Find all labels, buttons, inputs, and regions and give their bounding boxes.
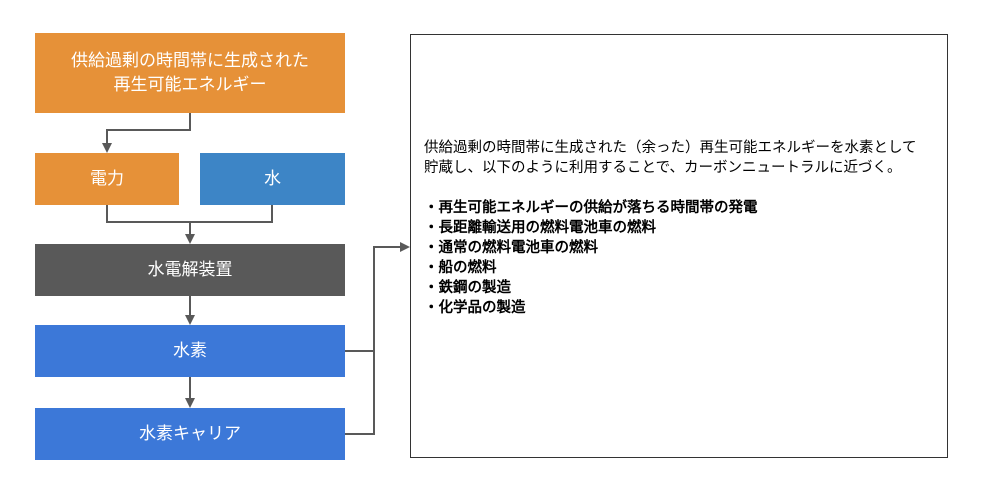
electrolyzer-box: 水電解装置 bbox=[35, 244, 345, 296]
water-label: 水 bbox=[264, 169, 281, 189]
description-panel: 供給過剰の時間帯に生成された（余った）再生可能エネルギーを水素として貯蔵し、以下… bbox=[410, 34, 948, 458]
use-case-item: ・再生可能エネルギーの供給が落ちる時間帯の発電 bbox=[424, 200, 758, 216]
arrow-hydrogen-to-panel bbox=[345, 246, 400, 352]
use-case-item: ・通常の燃料電池車の燃料 bbox=[424, 240, 598, 256]
use-case-list: ・再生可能エネルギーの供給が落ちる時間帯の発電 ・長距離輸送用の燃料電池車の燃料… bbox=[424, 198, 931, 318]
arrowhead-power bbox=[102, 143, 112, 153]
arrowhead-electrolyzer bbox=[185, 234, 195, 244]
arrow-source-to-power bbox=[106, 113, 191, 144]
renewable-energy-line2: 再生可能エネルギー bbox=[113, 75, 267, 95]
arrow-power-to-merge bbox=[106, 205, 190, 223]
arrow-water-to-merge bbox=[190, 205, 273, 223]
hydrogen-carrier-box: 水素キャリア bbox=[35, 408, 345, 460]
use-case-item: ・化学品の製造 bbox=[424, 300, 526, 316]
use-case-item: ・長距離輸送用の燃料電池車の燃料 bbox=[424, 220, 656, 236]
power-label: 電力 bbox=[90, 169, 124, 189]
renewable-energy-line1: 供給過剰の時間帯に生成された bbox=[71, 51, 309, 71]
electrolyzer-label: 水電解装置 bbox=[147, 260, 233, 280]
renewable-energy-box: 供給過剰の時間帯に生成された 再生可能エネルギー bbox=[35, 33, 345, 113]
hydrogen-carrier-label: 水素キャリア bbox=[139, 424, 241, 444]
arrowhead-panel bbox=[400, 242, 410, 252]
arrowhead-hydrogen bbox=[185, 315, 195, 325]
hydrogen-label: 水素 bbox=[173, 341, 207, 361]
water-box: 水 bbox=[200, 153, 345, 205]
description-intro: 供給過剰の時間帯に生成された（余った）再生可能エネルギーを水素として貯蔵し、以下… bbox=[424, 140, 917, 176]
arrowhead-carrier bbox=[185, 398, 195, 408]
arrow-carrier-to-panel bbox=[345, 351, 375, 435]
hydrogen-box: 水素 bbox=[35, 325, 345, 377]
use-case-item: ・鉄鋼の製造 bbox=[424, 280, 511, 296]
use-case-item: ・船の燃料 bbox=[424, 260, 497, 276]
power-box: 電力 bbox=[35, 153, 179, 205]
